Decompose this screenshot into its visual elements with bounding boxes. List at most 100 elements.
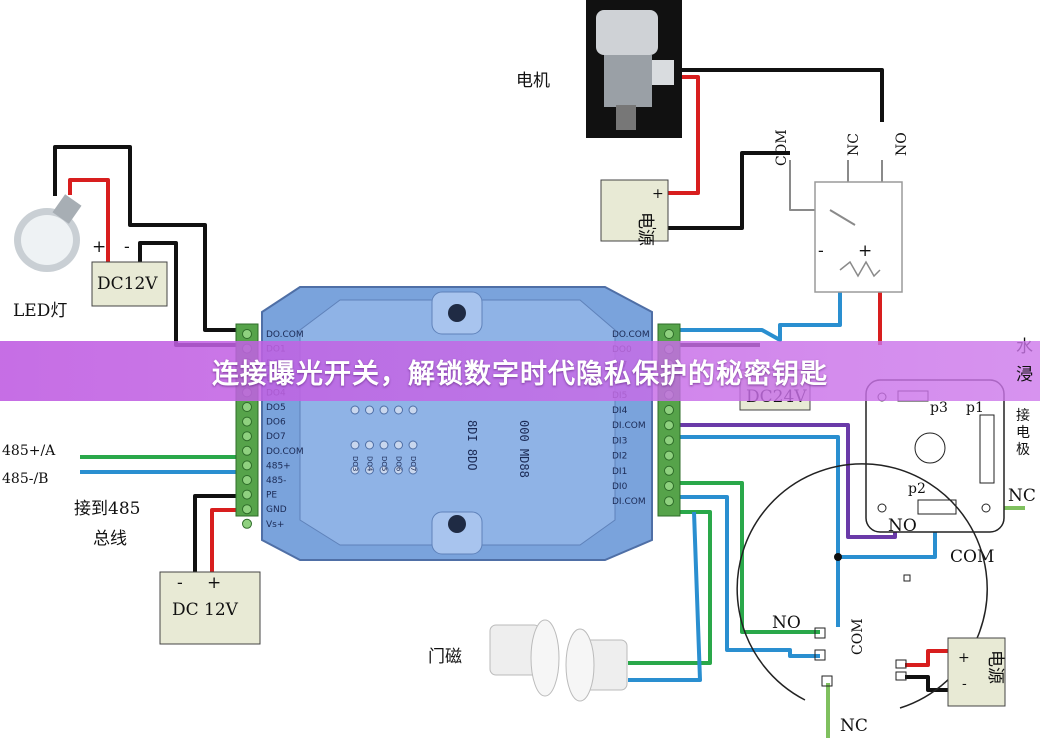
terminal-screw bbox=[242, 431, 252, 442]
relay-nc-label: NC bbox=[846, 133, 862, 156]
right-pin-label: DI3 bbox=[612, 436, 627, 446]
left-pin-label: 485- bbox=[266, 476, 286, 486]
power-top-minus: - bbox=[652, 220, 657, 236]
right-pin-label: DI2 bbox=[612, 452, 627, 462]
status-led bbox=[365, 405, 374, 415]
module-model-io: 8DI 8DO bbox=[465, 420, 479, 471]
status-led bbox=[350, 465, 360, 475]
water-p2-label: p2 bbox=[908, 481, 926, 497]
status-led bbox=[408, 440, 418, 450]
terminal-screw bbox=[242, 489, 252, 500]
left-pin-label: Vs+ bbox=[266, 520, 284, 530]
wire-smoke-green bbox=[680, 481, 820, 634]
electrode-label-1: 接 bbox=[1016, 407, 1030, 424]
mount-screw-bottom bbox=[448, 515, 466, 533]
door-magnet-label: 门磁 bbox=[428, 647, 462, 667]
water-label-line2-wrap: 浸 bbox=[1016, 360, 1033, 385]
status-led bbox=[350, 405, 360, 415]
junction-dot bbox=[834, 553, 842, 561]
power-top-label: 电源 bbox=[635, 212, 655, 246]
relay-coil-plus: + bbox=[858, 241, 872, 261]
terminal-screw bbox=[664, 465, 674, 476]
terminal-screw bbox=[242, 329, 252, 339]
right-pin-label: DO.COM bbox=[612, 330, 650, 340]
relay: - + COM NC NO bbox=[774, 129, 910, 293]
wire-smoke-power-black bbox=[905, 675, 950, 692]
status-led-label: DO4 bbox=[366, 456, 374, 472]
terminal-screw bbox=[664, 420, 674, 431]
round-com-label: COM bbox=[850, 618, 866, 655]
status-led bbox=[394, 405, 403, 415]
terminal-screw bbox=[664, 496, 674, 507]
psu-left-plus: + bbox=[92, 237, 106, 257]
terminal-screw bbox=[664, 329, 674, 339]
wire-smoke-power-red bbox=[905, 649, 950, 667]
right-pin-label: DI4 bbox=[612, 406, 628, 416]
terminal-screw bbox=[242, 402, 252, 412]
status-led-row-do: DO3 DO4 DO5 DO6 DO7 bbox=[350, 405, 418, 475]
left-pin-label: GND bbox=[266, 505, 287, 515]
motor-label: 电机 bbox=[516, 71, 550, 91]
right-pin-label: DI1 bbox=[612, 467, 627, 477]
terminal-screw bbox=[664, 450, 674, 461]
status-led bbox=[379, 465, 389, 475]
right-pin-label: DI.COM bbox=[612, 421, 646, 431]
terminal-screw bbox=[242, 475, 252, 485]
relay-no-label: NO bbox=[894, 132, 910, 156]
power-top-plus: + bbox=[652, 186, 664, 202]
led-lamp: LED灯 bbox=[13, 194, 82, 321]
status-led bbox=[365, 440, 374, 450]
water-nc-label: NC bbox=[1008, 486, 1036, 506]
relay-coil-minus: - bbox=[818, 241, 824, 261]
wire-relay-com bbox=[789, 160, 815, 211]
wire-power-black bbox=[668, 151, 790, 230]
relay-com-label: COM bbox=[774, 129, 790, 166]
left-pin-label: DO7 bbox=[266, 432, 286, 442]
psu-bottom: - + DC 12V bbox=[159, 571, 261, 645]
water-sensor: p3 p1 p2 接 电 极 NO NC COM bbox=[865, 379, 1036, 567]
status-led-label: DO6 bbox=[395, 456, 403, 472]
wire-motor-red bbox=[668, 75, 700, 195]
led-label: LED灯 bbox=[13, 301, 67, 321]
status-led-label: DO7 bbox=[409, 456, 417, 471]
wire-motor-black bbox=[678, 68, 884, 122]
status-led bbox=[379, 405, 389, 415]
status-led bbox=[365, 465, 374, 475]
left-pin-label: 485+ bbox=[266, 461, 291, 471]
psu-left-minus: - bbox=[124, 237, 130, 257]
terminal-screw bbox=[242, 504, 252, 515]
status-led bbox=[394, 465, 403, 475]
left-pin-label: PE bbox=[266, 491, 277, 501]
status-led bbox=[408, 405, 418, 415]
power-bottom-minus: - bbox=[962, 676, 967, 692]
power-bottom-label: 电源 bbox=[985, 650, 1005, 684]
status-led bbox=[408, 465, 418, 475]
wire-door-blue bbox=[628, 511, 702, 682]
banner-title: 连接曝光开关，解锁数字时代隐私保护的秘密钥匙 bbox=[212, 358, 828, 390]
terminal-screw bbox=[664, 405, 674, 415]
left-pin-label: DO5 bbox=[266, 403, 286, 413]
status-led-label: DO3 bbox=[351, 456, 359, 471]
terminal-screw bbox=[664, 435, 674, 446]
water-p3-label: p3 bbox=[930, 400, 948, 416]
motor: 电机 bbox=[516, 0, 682, 138]
rs485-a-label: 485+/A bbox=[2, 443, 56, 459]
round-no-label: NO bbox=[772, 613, 801, 633]
status-led-label: DO5 bbox=[380, 456, 388, 471]
round-nc-label: NC bbox=[840, 716, 868, 736]
status-led bbox=[379, 440, 389, 450]
power-top: 电源 + - bbox=[600, 179, 669, 246]
mount-screw-top bbox=[448, 304, 466, 322]
wire-led-red bbox=[68, 178, 110, 262]
title-banner: 连接曝光开关，解锁数字时代隐私保护的秘密钥匙 bbox=[0, 341, 1040, 401]
status-led bbox=[350, 440, 360, 450]
round-sensor: NO COM NC bbox=[736, 463, 988, 736]
water-label-line2: 浸 bbox=[1016, 365, 1033, 385]
psu-bottom-plus: + bbox=[207, 573, 221, 593]
power-bottom-plus: + bbox=[958, 650, 970, 666]
right-pin-label: DI.COM bbox=[612, 497, 646, 507]
left-pin-label: DO.COM bbox=[266, 447, 304, 457]
module-model: 000 MD88 bbox=[517, 420, 531, 478]
terminal-screw bbox=[242, 460, 252, 471]
water-com-label: COM bbox=[950, 547, 994, 567]
